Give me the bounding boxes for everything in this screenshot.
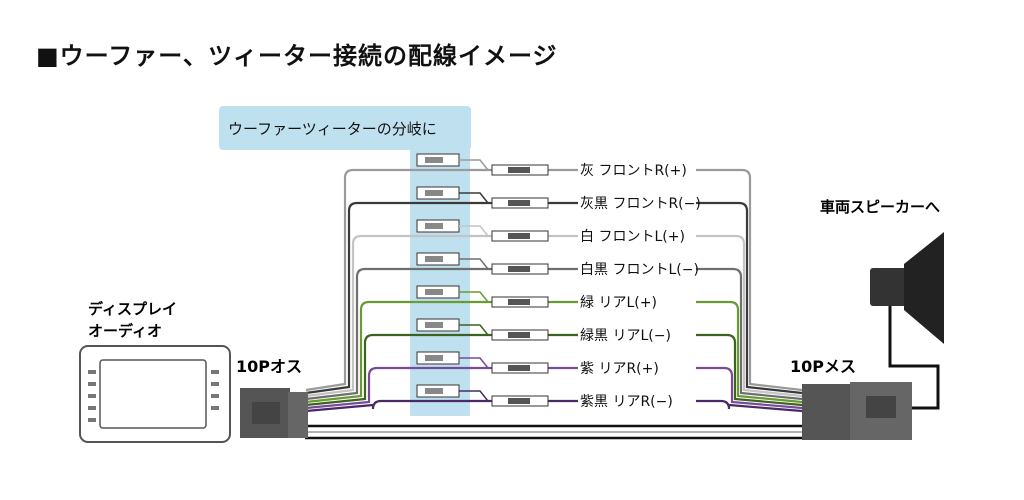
branch-lead-1 (459, 192, 489, 204)
inline-connector-pin-6 (508, 365, 530, 371)
male-connector (240, 388, 308, 438)
page-title: ■ウーファー、ツィーター接続の配線イメージ (36, 42, 558, 70)
wire-label-2: 白 フロントL(+) (580, 229, 685, 245)
inline-connector-pin-7 (508, 398, 530, 404)
branch-lead-2 (459, 225, 489, 237)
branch-lead-4 (459, 291, 489, 303)
branch-plug-pin-4 (425, 289, 443, 295)
branch-lead-5 (459, 324, 489, 336)
branch-lead-3 (459, 258, 489, 270)
wire-1 (305, 201, 803, 395)
audio-label-line2: オーディオ (88, 322, 162, 340)
wire-label-bg-0 (578, 160, 696, 180)
wire-label-bg-5 (578, 325, 696, 345)
wire-label-0: 灰 フロントR(+) (580, 163, 687, 179)
wire-4 (305, 300, 803, 404)
branch-plug-pin-5 (425, 322, 443, 328)
branch-label: ウーファーツィーターの分岐に (228, 120, 437, 138)
wire-label-3: 白黒 フロントL(−) (580, 262, 699, 278)
branch-label-box (219, 106, 471, 150)
branch-plug-pin-1 (425, 190, 443, 196)
wire-label-7: 紫黒 リアR(−) (580, 394, 673, 410)
wire-label-bg-2 (578, 226, 696, 246)
wire-label-1: 灰黒 フロントR(−) (580, 196, 701, 212)
branch-lead-6 (459, 357, 489, 369)
wire-7 (305, 399, 803, 413)
wire-label-4: 緑 リアL(+) (580, 295, 657, 311)
inline-connector-pin-5 (508, 332, 530, 338)
wire-5 (305, 333, 803, 407)
audio-label-line1: ディスプレイ (88, 300, 177, 318)
inline-connector-pin-1 (508, 200, 530, 206)
wire-label-bg-6 (578, 358, 696, 378)
inline-connector-pin-2 (508, 233, 530, 239)
branch-lead-7 (459, 390, 489, 402)
inline-connector-pin-3 (508, 266, 530, 272)
branch-plug-pin-3 (425, 256, 443, 262)
branch-plug-pin-6 (425, 355, 443, 361)
branch-plug-pin-0 (425, 157, 443, 163)
branch-plug-pin-7 (425, 388, 443, 394)
branch-plug-pin-2 (425, 223, 443, 229)
female-connector-label: 10Pメス (790, 357, 856, 376)
wires-group: 灰 フロントR(+) 灰黒 フロントR(−) 白 フロントL(+) 白黒 フロントL(… (305, 153, 803, 413)
branch-lead-0 (459, 159, 489, 171)
wire-2 (305, 234, 803, 398)
wire-label-5: 緑黒 リアL(−) (580, 328, 671, 344)
wire-label-bg-4 (578, 292, 696, 312)
wire-label-bg-7 (578, 391, 696, 411)
wire-3 (305, 267, 803, 401)
male-connector-label: 10Pオス (236, 357, 302, 376)
wire-label-6: 紫 リアR(+) (580, 361, 659, 377)
wire-label-bg-3 (578, 259, 696, 279)
speaker-label: 車両スピーカーへ (820, 198, 940, 216)
inline-connector-pin-0 (508, 167, 530, 173)
display-audio-unit (79, 345, 231, 443)
female-connector (802, 382, 912, 440)
wire-6 (305, 366, 803, 410)
inline-connector-pin-4 (508, 299, 530, 305)
vehicle-speaker-icon (870, 232, 944, 410)
wire-label-bg-1 (578, 193, 696, 213)
branch-highlight-column (410, 140, 470, 416)
